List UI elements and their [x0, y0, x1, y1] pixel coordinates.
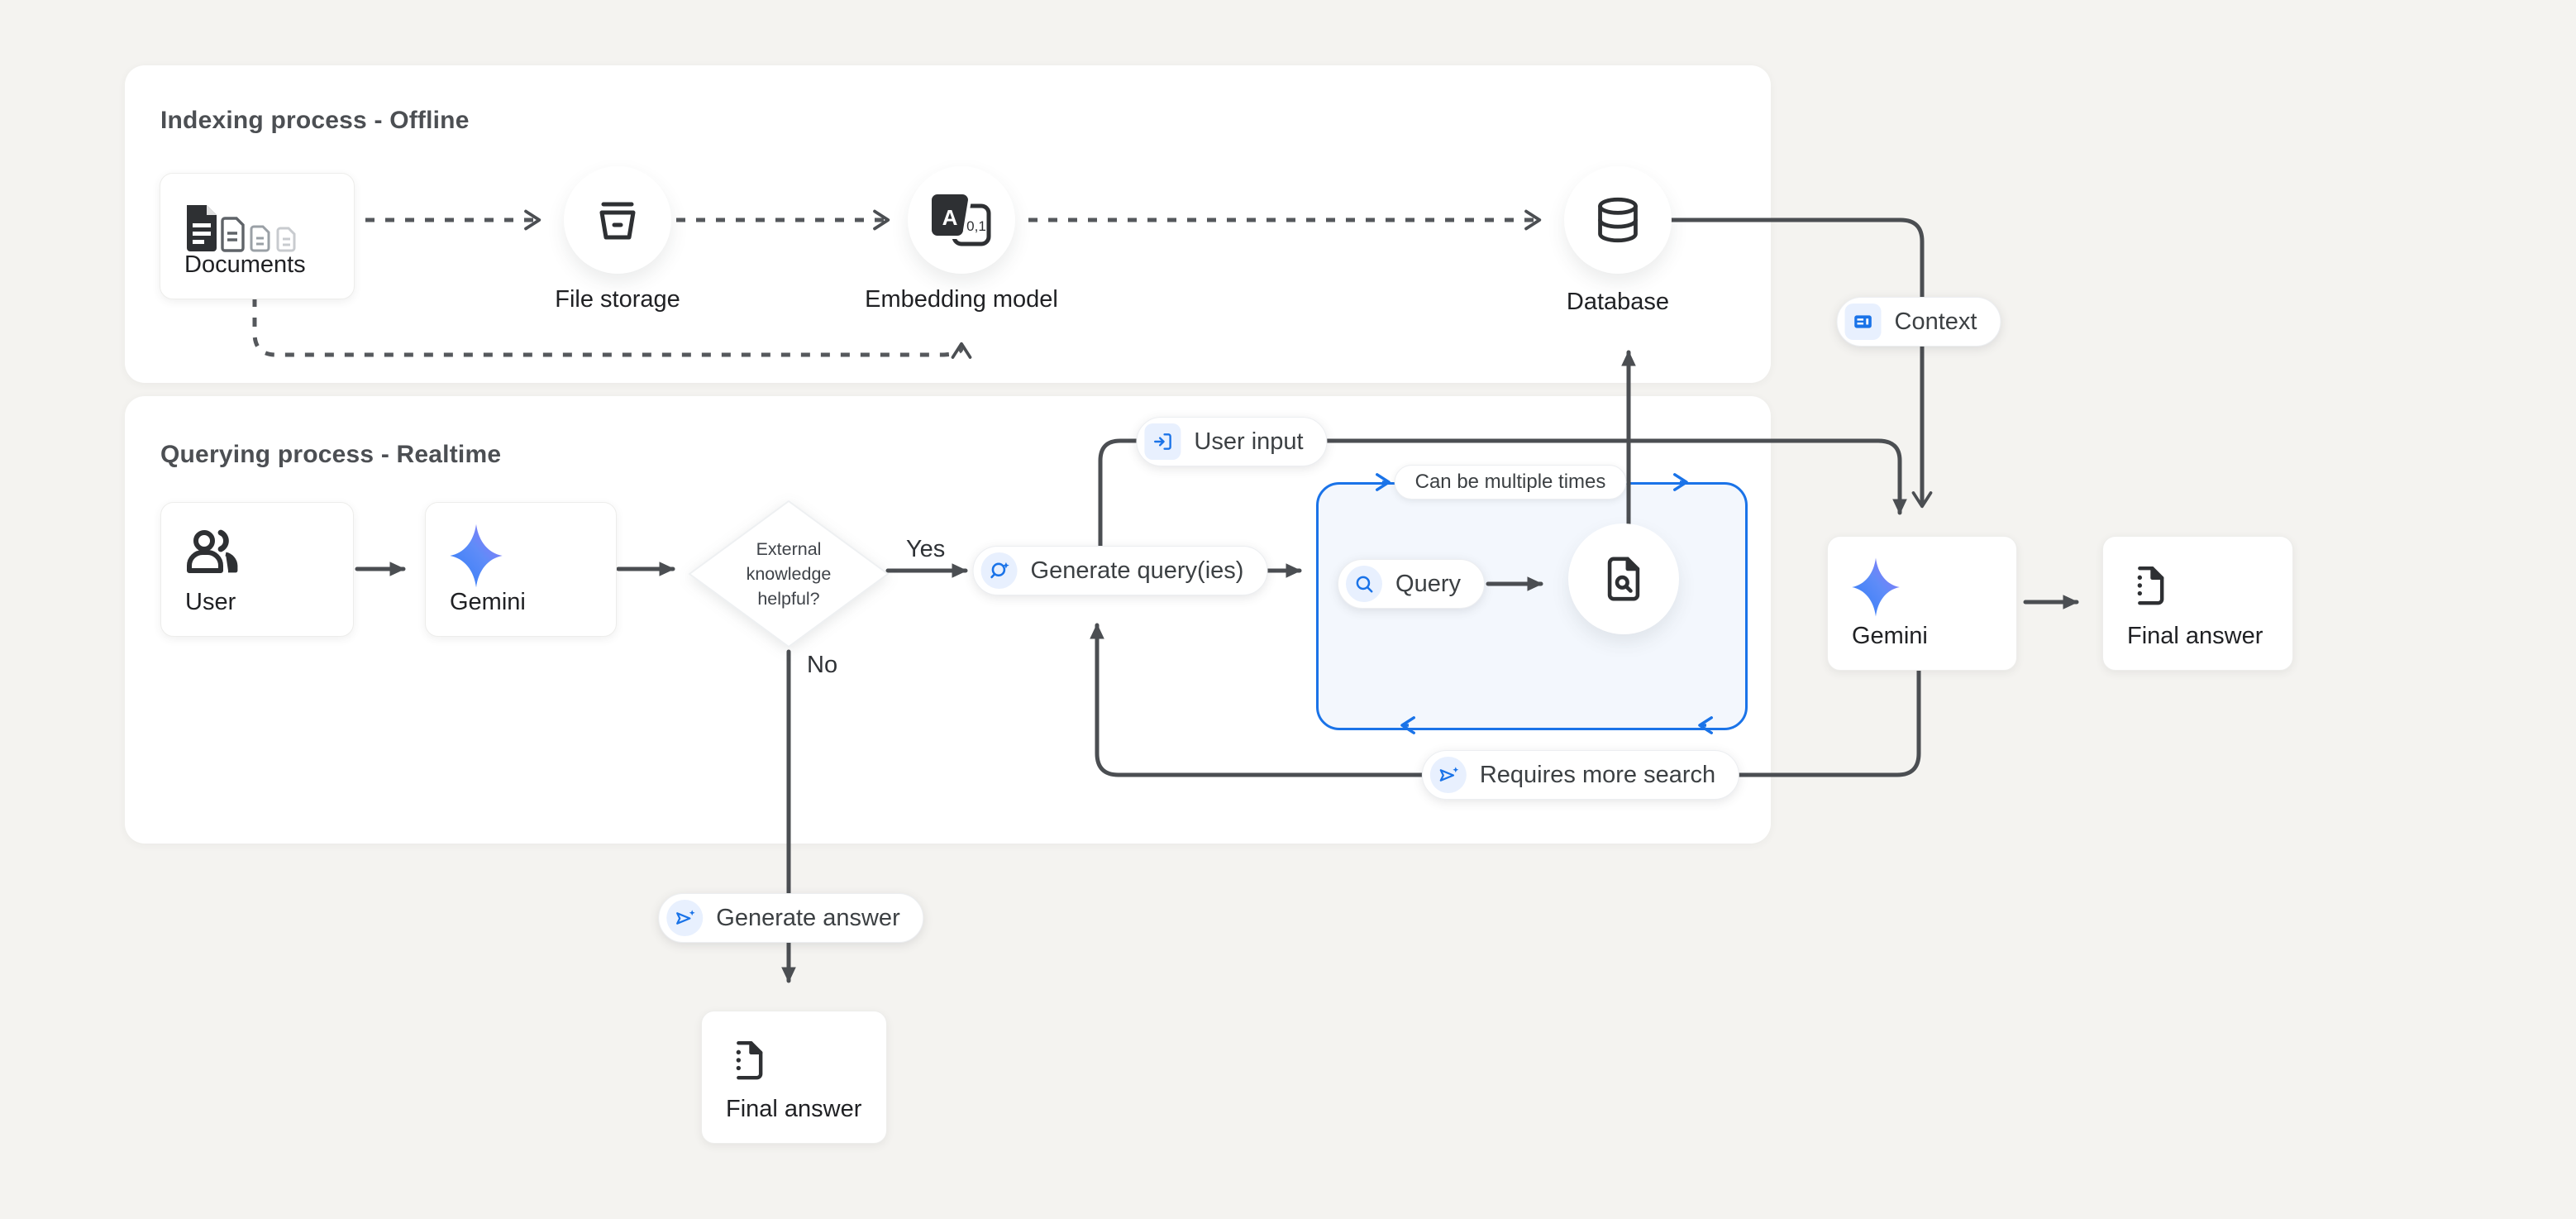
documents-node: Documents — [160, 173, 355, 299]
edge-requiresmoresearch-to-generatequeries — [1090, 623, 1436, 777]
gemini-left-label: Gemini — [450, 589, 526, 615]
can-be-multiple-times-tag: Can be multiple times — [1394, 465, 1627, 500]
draft-file-icon — [2126, 562, 2173, 612]
translate-embedding-icon: A 0,1 — [929, 191, 991, 246]
user-input-label: User input — [1194, 428, 1304, 455]
gemini-right-node: Gemini — [1827, 536, 2017, 671]
embedding-model-label: Embedding model — [865, 286, 1058, 313]
context-badge: Context — [1836, 297, 2001, 347]
edge-database-context-to-geminiright — [1668, 218, 1933, 509]
query-pill: Query — [1338, 559, 1485, 609]
gemini-right-label: Gemini — [1852, 623, 1928, 649]
final-answer-bottom-label: Final answer — [726, 1096, 862, 1122]
decision-diamond: External knowledge helpful? — [685, 496, 893, 652]
final-answer-right-node: Final answer — [2102, 536, 2293, 671]
user-input-badge: User input — [1136, 417, 1328, 466]
edge-geminiright-to-requiresmoresearch — [1728, 668, 1921, 777]
search-icon — [1346, 566, 1383, 602]
database-node — [1564, 166, 1672, 274]
generate-answer-label: Generate answer — [716, 904, 900, 931]
querying-panel-title: Querying process - Realtime — [160, 441, 502, 468]
final-answer-right-label: Final answer — [2127, 623, 2264, 649]
gemini-left-node: Gemini — [425, 502, 617, 637]
indexing-panel-title: Indexing process - Offline — [160, 107, 470, 134]
stacked-documents-icon — [184, 203, 308, 257]
decision-label: External knowledge helpful? — [746, 538, 832, 610]
final-answer-bottom-node: Final answer — [701, 1011, 887, 1144]
svg-text:0,1: 0,1 — [966, 218, 986, 234]
requires-more-search-badge: Requires more search — [1421, 750, 1740, 800]
user-node: User — [160, 502, 354, 637]
database-cylinder-icon — [1598, 197, 1638, 243]
file-storage-node — [564, 166, 671, 274]
user-label: User — [185, 589, 236, 615]
edge-userinput-to-geminiright — [1098, 438, 1907, 553]
storage-bucket-icon — [599, 202, 636, 240]
embedding-model-node: A 0,1 — [908, 166, 1015, 274]
requires-more-search-label: Requires more search — [1479, 761, 1716, 788]
input-arrow-icon — [1144, 423, 1181, 460]
yes-edge-label: Yes — [906, 536, 946, 562]
draft-file-icon — [725, 1036, 771, 1087]
send-sparkle-icon — [666, 900, 704, 936]
file-storage-label: File storage — [555, 286, 680, 313]
gemini-star-icon — [1851, 557, 1901, 622]
embedding-model-inner-node — [1568, 523, 1679, 634]
file-search-icon — [1607, 557, 1640, 601]
no-edge-label: No — [807, 652, 838, 678]
query-label: Query — [1395, 570, 1461, 597]
generate-answer-pill: Generate answer — [658, 893, 924, 943]
two-people-icon — [184, 528, 239, 580]
generate-queries-label: Generate query(ies) — [1030, 557, 1244, 584]
gemini-star-icon — [449, 523, 503, 593]
database-label: Database — [1566, 289, 1670, 315]
search-sparkle-icon — [980, 552, 1018, 589]
generate-queries-pill: Generate query(ies) — [972, 546, 1268, 595]
svg-text:A: A — [942, 205, 958, 230]
can-be-multiple-times-label: Can be multiple times — [1414, 471, 1606, 493]
documents-label: Documents — [184, 251, 306, 278]
send-sparkle-icon — [1429, 757, 1467, 793]
article-icon — [1844, 304, 1882, 340]
context-label: Context — [1894, 308, 1977, 335]
edge-documents-loop-to-embedding — [252, 298, 972, 359]
